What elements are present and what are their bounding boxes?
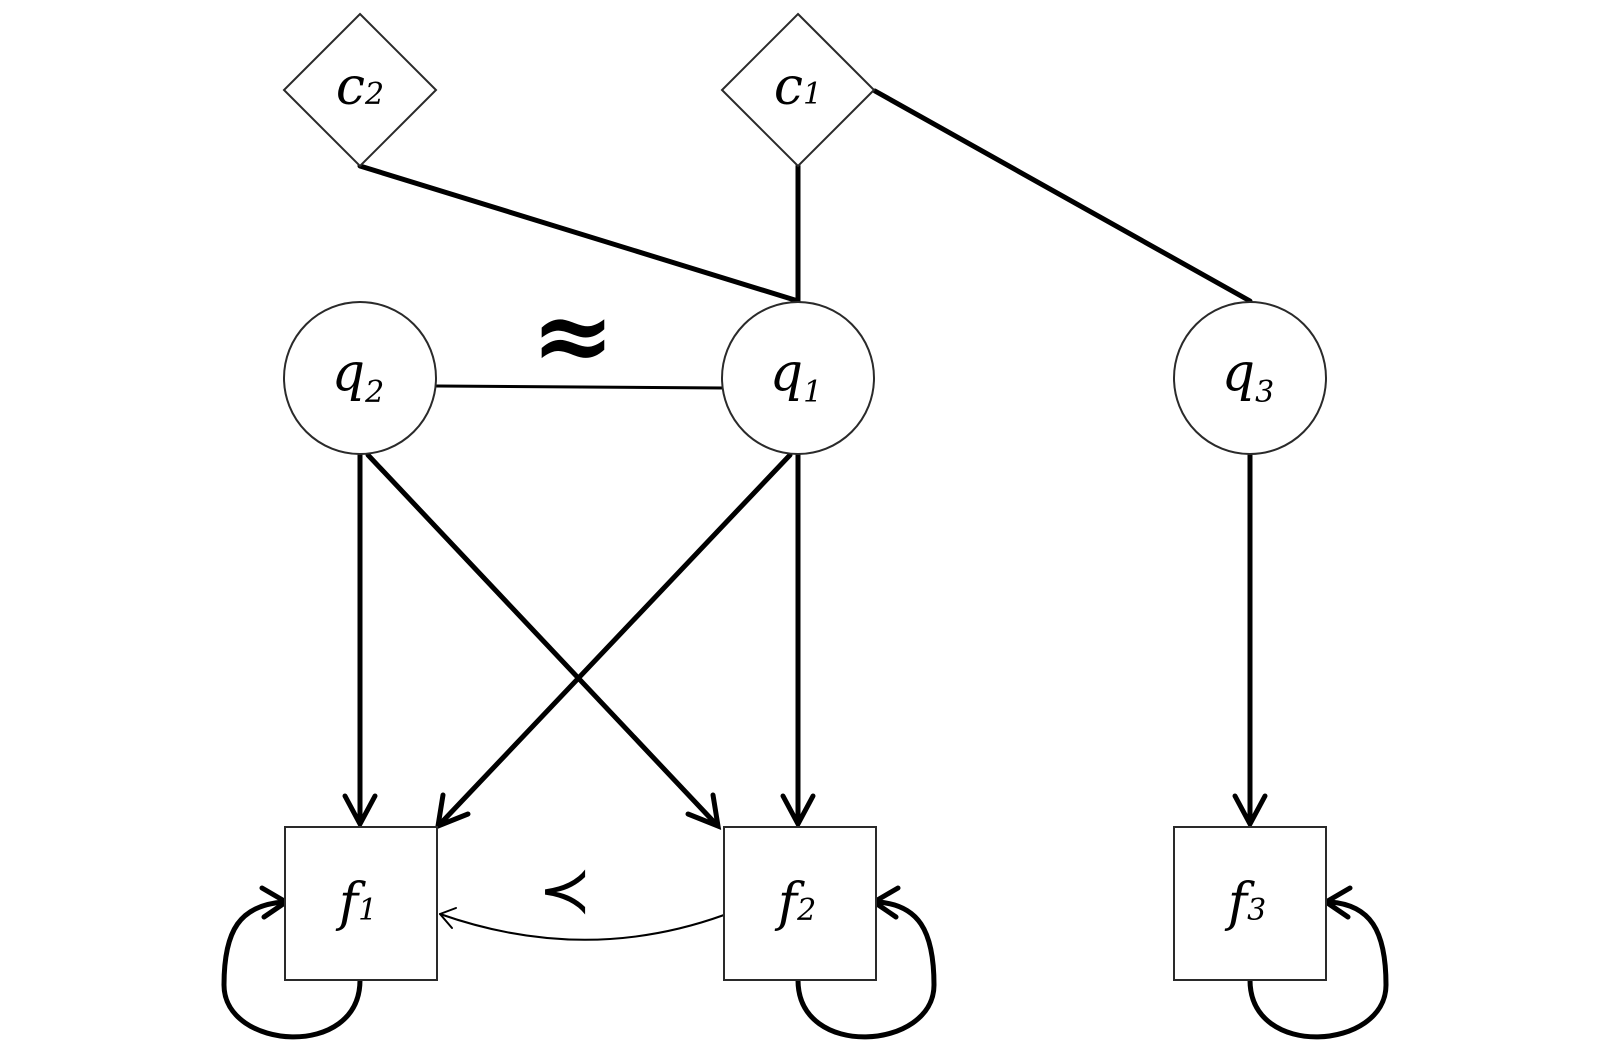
precedes-symbol: ≺ (538, 854, 592, 928)
arrowhead-q2-f2 (685, 792, 722, 830)
circle-q3 (1173, 301, 1327, 455)
circle-q1 (721, 301, 875, 455)
svg-text:q1: q1 (770, 343, 822, 410)
node-q3: q3 (1173, 301, 1327, 455)
self-loop-f1 (221, 899, 363, 1040)
edge-q2-q1-similar (435, 384, 726, 390)
edge-c1-q3 (872, 88, 1253, 304)
svg-text:q3: q3 (1222, 343, 1274, 410)
node-c2-sub: 2 (364, 77, 384, 112)
svg-text:c1: c1 (774, 57, 822, 117)
svg-text:q2: q2 (332, 343, 384, 410)
node-f3: f3 (1173, 826, 1327, 981)
arrowhead-q1-f2 (780, 793, 816, 830)
diamond-c1 (720, 12, 876, 168)
node-f2: f2 (723, 826, 877, 981)
approx-symbol: ≈ (531, 276, 615, 394)
node-c2: c2 (282, 12, 438, 168)
node-c1: c1 (720, 12, 876, 168)
square-f3 (1173, 826, 1327, 981)
square-f1 (284, 826, 438, 981)
node-q1-sub: 1 (803, 375, 822, 410)
arrowhead-q2-f1 (342, 793, 378, 830)
node-q2-label: q (332, 343, 365, 403)
arrowhead-q3-f3 (1232, 793, 1268, 830)
edge-q1-f1 (439, 452, 793, 825)
node-f1-sub: 1 (358, 893, 377, 928)
edge-c2-q1 (357, 163, 801, 304)
edge-f2-f1-precedes (439, 913, 725, 941)
node-q2-sub: 2 (364, 375, 384, 410)
node-c1-label: c (774, 57, 803, 117)
node-q2: q2 (283, 301, 437, 455)
circle-q2 (283, 301, 437, 455)
node-f1: f1 (284, 826, 438, 981)
node-c1-sub: 1 (803, 77, 822, 112)
node-q3-sub: 3 (1255, 375, 1274, 410)
node-f2-sub: 2 (796, 893, 816, 928)
self-loop-f3 (1247, 899, 1389, 1040)
node-q1: q1 (721, 301, 875, 455)
node-f3-sub: 3 (1247, 893, 1266, 928)
svg-text:c2: c2 (336, 57, 384, 117)
edge-q2-f2 (365, 452, 717, 825)
node-q1-label: q (770, 343, 803, 403)
square-f2 (723, 826, 877, 981)
node-c2-label: c (336, 57, 365, 117)
diamond-c2 (282, 12, 438, 168)
self-loop-f2 (795, 899, 937, 1040)
node-q3-label: q (1222, 343, 1255, 403)
arrowhead-f2-f1 (439, 907, 457, 929)
